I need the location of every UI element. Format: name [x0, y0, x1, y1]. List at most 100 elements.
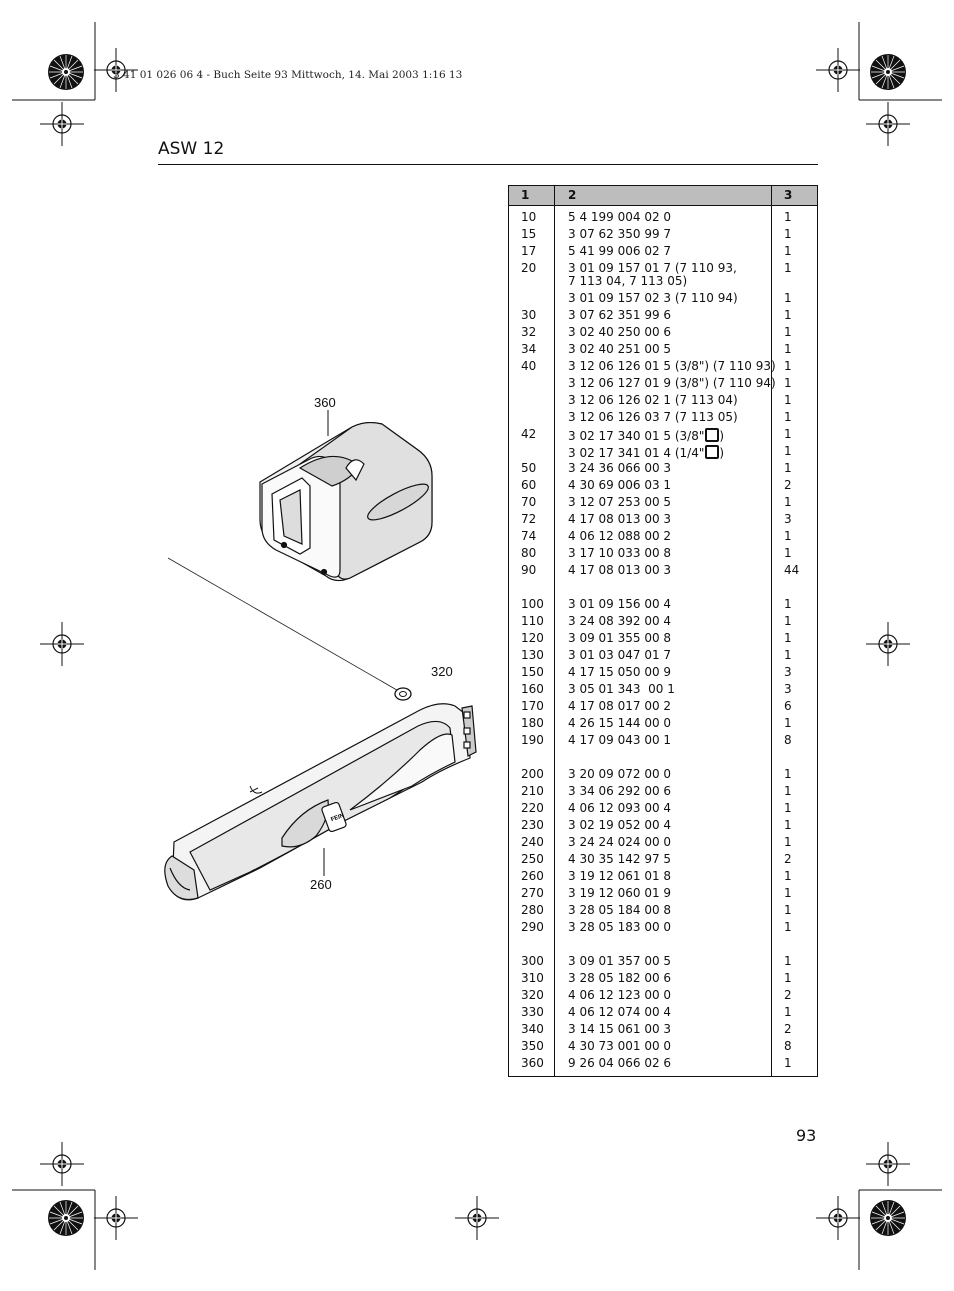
cell-quantity: 1 — [784, 227, 792, 241]
cell-position: 240 — [521, 835, 544, 849]
part-number-text: 4 26 15 144 00 0 — [568, 716, 672, 730]
part-number-text: 4 30 73 001 00 0 — [568, 1039, 672, 1053]
cell-position: 50 — [521, 461, 537, 475]
cell-quantity: 3 — [784, 682, 792, 696]
cell-quantity: 1 — [784, 954, 792, 968]
cell-quantity: 44 — [784, 563, 800, 577]
cell-part-number: 4 06 12 088 00 2 — [568, 530, 671, 543]
cell-quantity: 1 — [784, 461, 792, 475]
crosshair-mark — [865, 621, 911, 667]
cell-position: 330 — [521, 1005, 544, 1019]
column-divider — [554, 186, 555, 1076]
crosshair-mark — [39, 101, 85, 147]
cell-quantity: 3 — [784, 665, 792, 679]
cell-position: 230 — [521, 818, 544, 832]
housing-shell-part — [164, 703, 477, 901]
cell-part-number: 3 12 07 253 00 5 — [568, 496, 671, 509]
page-number: 93 — [796, 1126, 817, 1145]
cell-position: 290 — [521, 920, 544, 934]
cell-part-number: 3 34 06 292 00 6 — [568, 785, 671, 798]
part-number-text: 3 07 62 351 99 6 — [568, 308, 672, 322]
cell-part-number: 3 24 24 024 00 0 — [568, 836, 671, 849]
part-number-text: 5 41 99 006 02 7 — [568, 244, 672, 258]
cell-quantity: 1 — [784, 444, 792, 458]
cell-part-number: 3 07 62 351 99 6 — [568, 309, 671, 322]
cell-quantity: 1 — [784, 767, 792, 781]
cell-position: 20 — [521, 261, 537, 275]
cell-position: 200 — [521, 767, 544, 781]
part-number-text: 5 4 199 004 02 0 — [568, 210, 672, 224]
callout-320: 320 — [431, 664, 453, 679]
cell-position: 110 — [521, 614, 544, 628]
cell-part-number: 3 01 03 047 01 7 — [568, 649, 671, 662]
table-header: 1 2 3 — [509, 186, 817, 206]
cell-position: 70 — [521, 495, 537, 509]
battery-housing-part — [259, 410, 433, 582]
callout-360: 360 — [314, 395, 336, 410]
cell-part-number: 3 01 09 157 02 3 (7 110 94) — [568, 292, 738, 305]
part-number-text: 3 01 09 157 01 7 (7 110 93, 7 113 04, 7 … — [568, 261, 737, 288]
part-number-text: 3 01 09 156 00 4 — [568, 597, 672, 611]
cell-position: 90 — [521, 563, 537, 577]
cell-quantity: 1 — [784, 597, 792, 611]
part-number-text: 4 17 08 013 00 3 — [568, 512, 672, 526]
cell-part-number: 4 30 35 142 97 5 — [568, 853, 671, 866]
part-number-text: 3 02 40 251 00 5 — [568, 342, 672, 356]
part-number-text: 3 24 24 024 00 0 — [568, 835, 672, 849]
part-number-text: 3 09 01 357 00 5 — [568, 954, 672, 968]
part-number-text: 3 24 08 392 00 4 — [568, 614, 672, 628]
cell-position: 60 — [521, 478, 537, 492]
cell-position: 34 — [521, 342, 537, 356]
part-number-suffix: ) — [719, 429, 725, 443]
cell-quantity: 8 — [784, 1039, 792, 1053]
cell-position: 310 — [521, 971, 544, 985]
cell-part-number: 9 26 04 066 02 6 — [568, 1057, 671, 1070]
cell-quantity: 1 — [784, 835, 792, 849]
cell-part-number: 3 05 01 343 00 1 — [568, 683, 675, 696]
part-number-text: 3 07 62 350 99 7 — [568, 227, 672, 241]
cell-part-number: 4 30 73 001 00 0 — [568, 1040, 671, 1053]
cell-quantity: 1 — [784, 1005, 792, 1019]
cell-position: 360 — [521, 1056, 544, 1070]
cell-quantity: 1 — [784, 210, 792, 224]
cell-part-number: 3 09 01 357 00 5 — [568, 955, 671, 968]
part-number-text: 3 12 06 127 01 9 (3/8") (7 110 94) — [568, 376, 776, 390]
cell-position: 350 — [521, 1039, 544, 1053]
cell-quantity: 1 — [784, 801, 792, 815]
part-number-text: 4 17 09 043 00 1 — [568, 733, 672, 747]
assembly-axis-line — [167, 557, 403, 694]
cell-quantity: 2 — [784, 852, 792, 866]
cell-part-number: 3 02 19 052 00 4 — [568, 819, 671, 832]
cell-part-number: 3 01 09 157 01 7 (7 110 93, 7 113 04, 7 … — [568, 262, 737, 288]
cell-quantity: 8 — [784, 733, 792, 747]
cell-part-number: 4 17 08 017 00 2 — [568, 700, 671, 713]
cell-position: 300 — [521, 954, 544, 968]
cell-quantity: 1 — [784, 546, 792, 560]
cell-quantity: 1 — [784, 529, 792, 543]
cell-part-number: 3 14 15 061 00 3 — [568, 1023, 671, 1036]
cell-quantity: 1 — [784, 308, 792, 322]
part-number-text: 4 06 12 088 00 2 — [568, 529, 672, 543]
crosshair-mark — [454, 1195, 500, 1241]
part-number-text: 3 05 01 343 00 1 — [568, 682, 675, 696]
cell-part-number: 4 17 15 050 00 9 — [568, 666, 671, 679]
cell-position: 180 — [521, 716, 544, 730]
cell-quantity: 1 — [784, 903, 792, 917]
cell-quantity: 1 — [784, 818, 792, 832]
part-number-text: 3 02 19 052 00 4 — [568, 818, 672, 832]
cell-quantity: 1 — [784, 410, 792, 424]
cell-part-number: 4 06 12 074 00 4 — [568, 1006, 671, 1019]
part-number-text: 3 20 09 072 00 0 — [568, 767, 672, 781]
cell-position: 74 — [521, 529, 537, 543]
cell-position: 15 — [521, 227, 537, 241]
cell-position: 210 — [521, 784, 544, 798]
part-number-text: 9 26 04 066 02 6 — [568, 1056, 672, 1070]
cell-position: 40 — [521, 359, 537, 373]
crosshair-mark — [865, 1141, 911, 1187]
cell-part-number: 3 28 05 184 00 8 — [568, 904, 671, 917]
part-number-text: 4 06 12 093 00 4 — [568, 801, 672, 815]
cell-part-number: 3 24 08 392 00 4 — [568, 615, 671, 628]
cell-part-number: 3 12 06 126 03 7 (7 113 05) — [568, 411, 738, 424]
